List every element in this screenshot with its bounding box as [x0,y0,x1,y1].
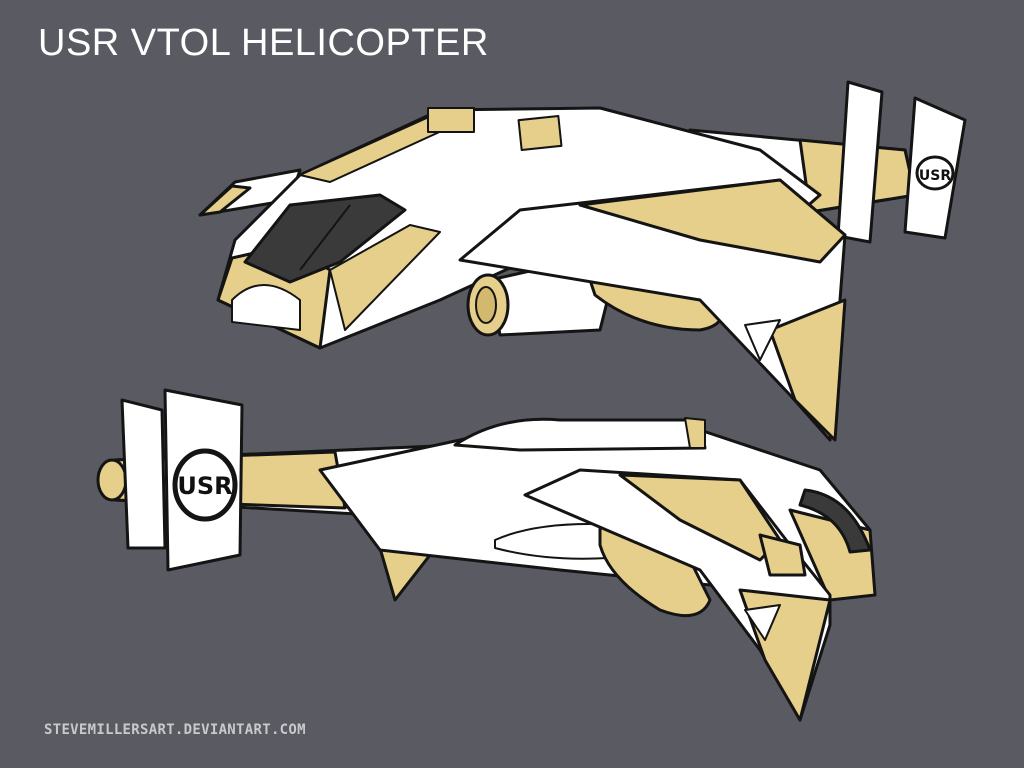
main-wing-accent-top [578,178,847,264]
usr-logo-side: USR [172,448,238,522]
left-wing-accent-top [198,184,252,217]
front-fin-top [903,96,967,240]
usr-logo-top: USR [915,155,955,191]
nose-light-top [231,284,301,331]
usr-logo-text-side: USR [177,472,232,500]
wing-tip-accent-top [768,298,847,442]
wing-panel-side [744,604,781,641]
tail-cap-side [96,458,128,502]
vtol-side-view: USR [96,388,877,722]
artist-watermark: STEVEMILLERSART.DEVIANTART.COM [44,722,306,738]
rear-fin-top [836,80,884,244]
usr-logo-text-top: USR [919,168,951,184]
engine-pod-side [758,533,807,577]
engine-intake-inner-top [475,286,497,324]
canopy-side [798,488,872,554]
wing-tip-panel-top [744,319,781,361]
dorsal-hatch-side [684,417,706,449]
rear-fin-side [120,398,167,550]
side-panel-accent-top [329,224,441,331]
roof-hatch-right [517,114,563,152]
dorsal-hump-side [453,417,707,452]
front-fin-side [163,388,244,572]
page-title: USR VTOL HELICOPTER [38,22,489,64]
roof-hatch-left [427,107,475,133]
vtol-top-view: USR [198,80,967,442]
canopy-frame-top [299,204,351,271]
